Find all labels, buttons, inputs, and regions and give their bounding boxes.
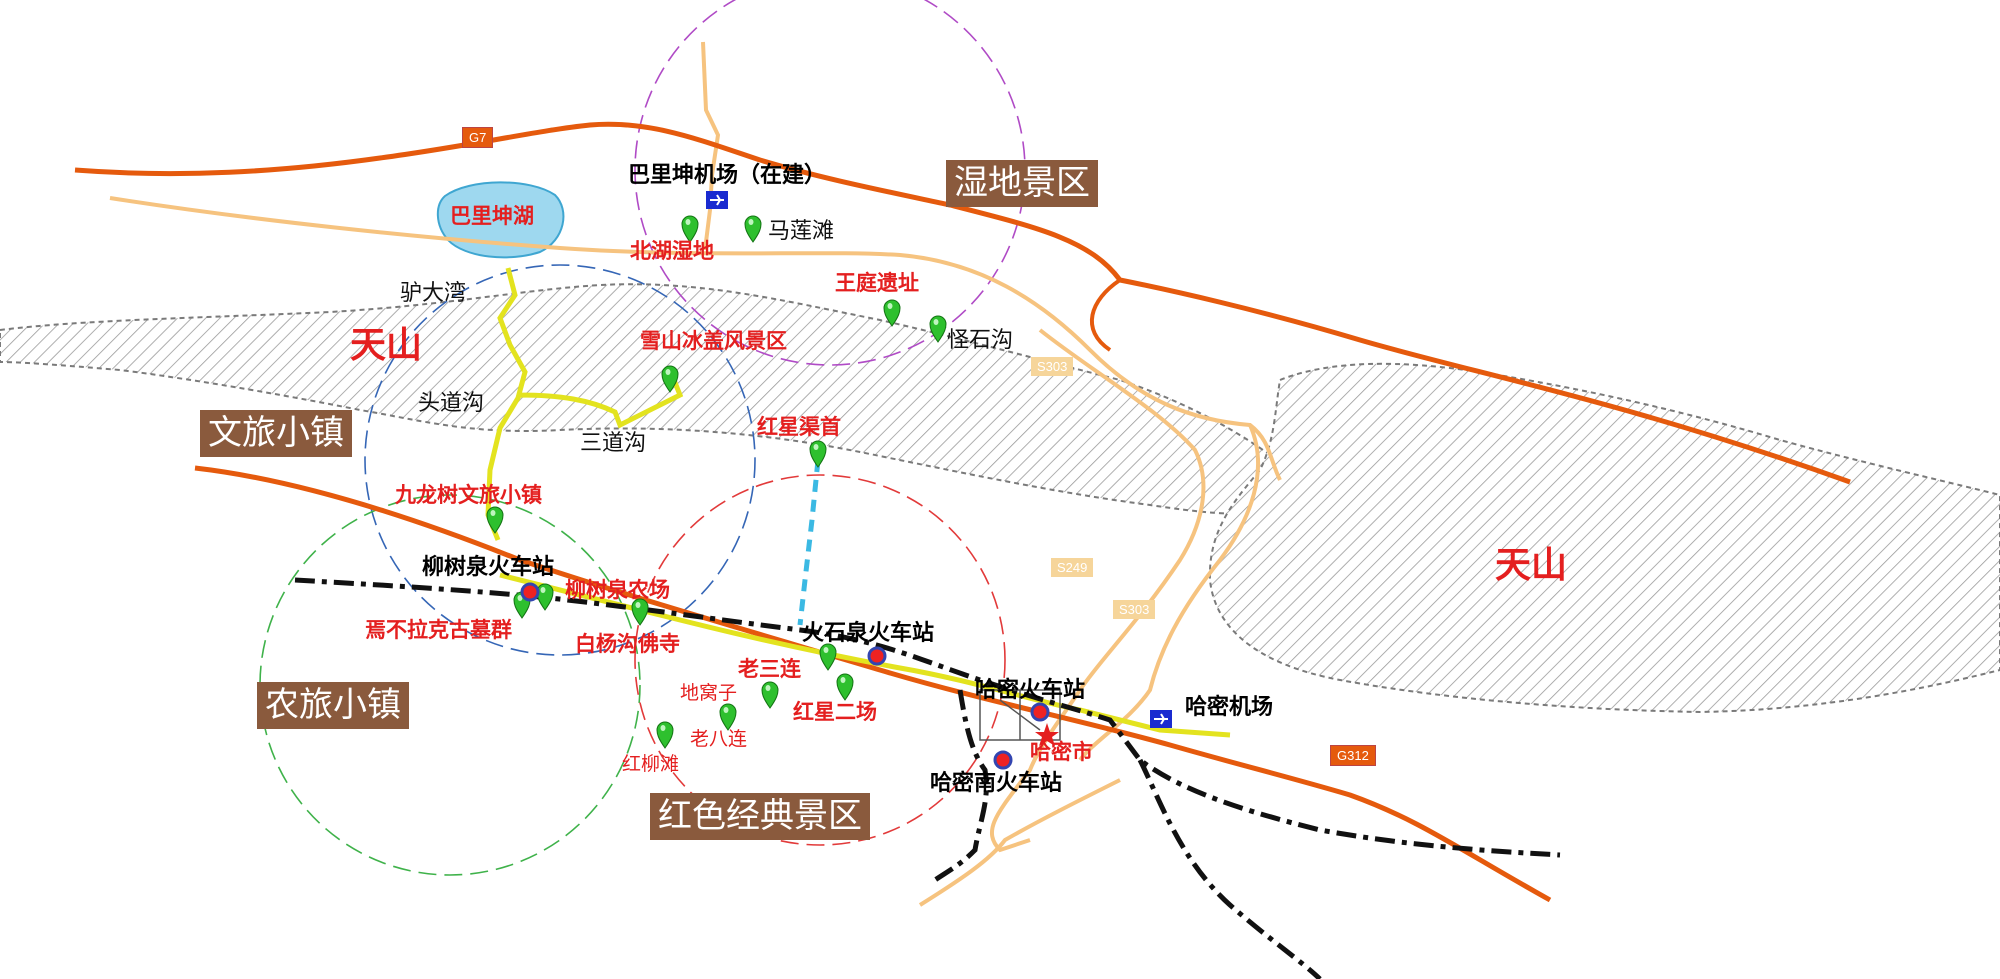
railway-hami-loop (933, 689, 989, 883)
red-classic-zone-circle (634, 474, 1006, 846)
label-laobalian[interactable]: 老八连 (690, 728, 748, 750)
culture-town-zone-circle (364, 264, 756, 656)
highway-g7 (74, 121, 1851, 485)
pin-laobalian[interactable] (719, 703, 737, 731)
label-xueshan-glacier[interactable]: 雪山冰盖风景区 (640, 329, 787, 353)
zone-red-classic[interactable]: 红色经典景区 (650, 793, 870, 841)
label-jiulongshu-town[interactable]: 九龙树文旅小镇 (395, 483, 542, 507)
label-laosanlian[interactable]: 老三连 (738, 657, 801, 681)
road-s303 (1078, 424, 1260, 762)
hami-city-grid (979, 689, 1061, 741)
zone-culture-town[interactable]: 文旅小镇 (200, 410, 352, 458)
label-barikun-lake[interactable]: 巴里坤湖 (450, 204, 534, 228)
station-icon-hami[interactable] (1030, 702, 1050, 722)
label-liushuquan-farm[interactable]: 柳树泉农场 (565, 578, 670, 602)
road-shield-s249: S249 (1051, 558, 1094, 577)
label-yanbulake-tombs[interactable]: 焉不拉克古墓群 (365, 618, 512, 642)
highway-g312 (194, 465, 1552, 903)
tianshan-label-east: 天山 (1495, 544, 1568, 586)
zone-agri-town[interactable]: 农旅小镇 (257, 682, 409, 730)
label-hongxing-erchang[interactable]: 红星二场 (793, 700, 877, 724)
pin-malian[interactable] (744, 215, 762, 243)
pin-yanbulake-b[interactable] (536, 583, 554, 611)
station-icon-liushuquan[interactable] (520, 582, 540, 602)
pin-laosanlian[interactable] (819, 643, 837, 671)
label-liushuquan-station[interactable]: 柳树泉火车站 (422, 555, 555, 580)
tianshan-range-east (1208, 362, 2000, 714)
pin-hongxing-qushou[interactable] (809, 440, 827, 468)
label-hongxing-qushou[interactable]: 红星渠首 (757, 415, 841, 439)
label-guaishigou[interactable]: 怪石沟 (947, 328, 1014, 353)
label-sandaogou[interactable]: 三道沟 (580, 431, 647, 456)
label-ludawan[interactable]: 驴大湾 (400, 281, 467, 306)
label-diwozi[interactable]: 地窝子 (680, 682, 738, 704)
tianshan-label-west: 天山 (350, 324, 423, 366)
agri-town-zone-circle (259, 494, 641, 876)
label-wangting-ruins[interactable]: 王庭遗址 (835, 271, 919, 295)
pin-diwozi[interactable] (761, 681, 779, 709)
label-huoshiquan-station[interactable]: 火石泉火车站 (802, 621, 935, 646)
city-star-icon (1035, 723, 1059, 746)
station-icons (520, 582, 1050, 770)
label-hongliutan[interactable]: 红柳滩 (622, 753, 680, 775)
pin-hongliutan[interactable] (656, 721, 674, 749)
airport-icon-barikun[interactable] (706, 191, 728, 209)
label-hami-south-station[interactable]: 哈密南火车站 (930, 771, 1063, 796)
label-toudaogou[interactable]: 头道沟 (418, 391, 485, 416)
barikun-lake (436, 181, 565, 259)
railway-south (1137, 758, 1322, 979)
highway-link (1090, 278, 1122, 352)
label-baiyanggou-temple[interactable]: 白杨沟佛寺 (575, 632, 680, 656)
station-icon-hami-south[interactable] (993, 750, 1013, 770)
label-hami-airport[interactable]: 哈密机场 (1185, 695, 1274, 720)
canal-hongxing (797, 459, 821, 626)
road-north (701, 41, 721, 251)
label-malian-tan[interactable]: 马莲滩 (768, 219, 835, 244)
road-shield-s303-b: S303 (1113, 600, 1156, 619)
road-shield-s303-a: S303 (1031, 357, 1074, 376)
label-barikun-airport[interactable]: 巴里坤机场（在建） (628, 163, 827, 188)
scenic-road-south (499, 572, 1231, 738)
tianshan-range-west (0, 283, 1293, 515)
label-hami-city[interactable]: 哈密市 (1030, 740, 1093, 764)
label-beihu-wetland[interactable]: 北湖湿地 (630, 239, 714, 263)
pin-jiulongshu[interactable] (486, 506, 504, 534)
pin-hongxing-erchang[interactable] (836, 673, 854, 701)
scenic-road-west (485, 267, 684, 541)
highway-shield-g7: G7 (462, 127, 494, 148)
pin-baiyanggou[interactable] (631, 598, 649, 626)
road-barikun-main (109, 196, 1282, 481)
label-hami-station[interactable]: 哈密火车站 (975, 678, 1086, 703)
zone-wetland[interactable]: 湿地景区 (946, 160, 1098, 208)
road-hami-south (918, 778, 1121, 907)
highway-shield-g312: G312 (1330, 745, 1376, 766)
station-icon-huoshiquan[interactable] (867, 646, 887, 666)
airport-icon-hami[interactable] (1150, 710, 1172, 728)
